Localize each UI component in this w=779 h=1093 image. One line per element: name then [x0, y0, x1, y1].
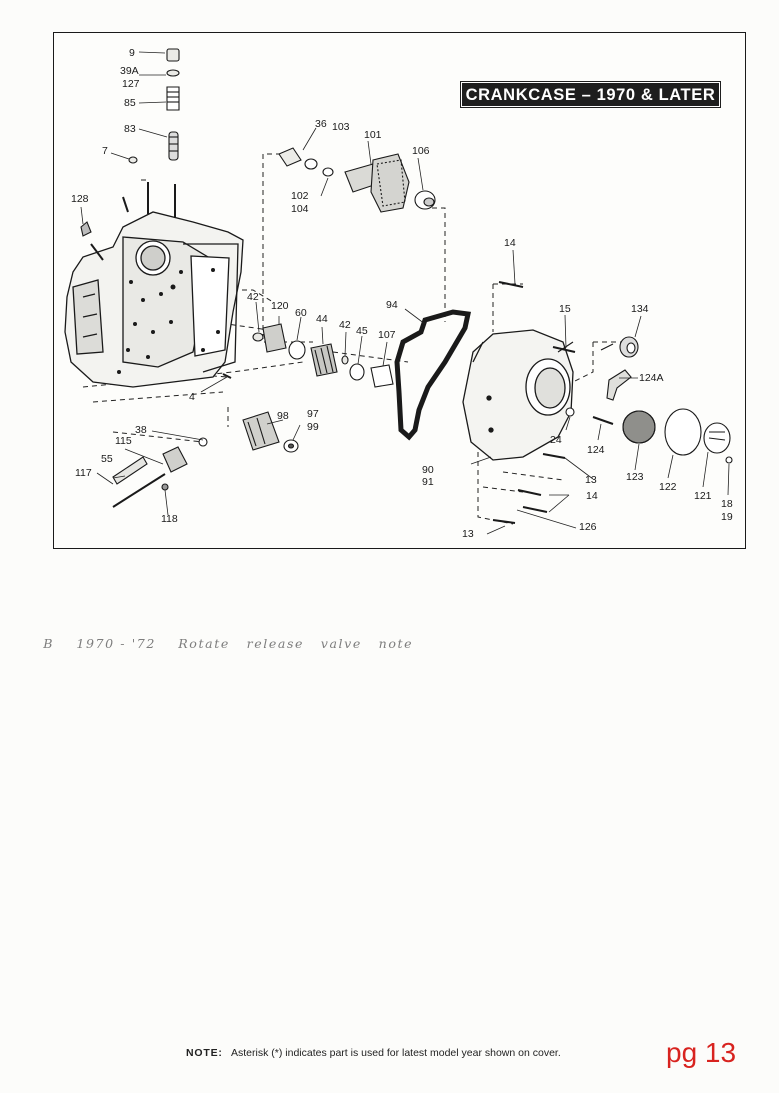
part-label: 102 — [291, 190, 309, 202]
part-label: 7 — [102, 145, 108, 157]
part-label: 42 — [339, 319, 351, 331]
note-text: Asterisk (*) indicates part is used for … — [231, 1047, 561, 1059]
part-label: 44 — [316, 313, 328, 325]
part-label: 13 — [462, 528, 474, 540]
part-label: 121 — [694, 490, 712, 502]
plunger-stack — [80, 48, 180, 237]
part-label: 104 — [291, 203, 309, 215]
part-label: 122 — [659, 481, 677, 493]
handwritten-note: B 1970 - '72 Rotate release valve note — [43, 637, 414, 651]
part-label: 85 — [124, 97, 136, 109]
part-label: 45 — [356, 325, 368, 337]
part-label: 15 — [559, 303, 571, 315]
part-label: 103 — [332, 121, 350, 133]
part-label: 99 — [307, 421, 319, 433]
part-label: 107 — [378, 329, 396, 341]
part-label: 38 — [135, 424, 147, 436]
part-label: 128 — [71, 193, 89, 205]
part-label: 42 — [247, 291, 259, 303]
part-label: 9 — [129, 47, 135, 59]
part-label: 94 — [386, 299, 398, 311]
part-label: 97 — [307, 408, 319, 420]
part-label: 4 — [189, 391, 195, 403]
screws — [492, 281, 576, 524]
part-label: 55 — [101, 453, 113, 465]
part-label: 36 — [315, 118, 327, 130]
part-label: 123 — [626, 471, 644, 483]
part-label: 14 — [504, 237, 516, 249]
part-label: 14 — [586, 490, 598, 502]
gear-train-middle — [242, 323, 394, 453]
crankcase-left-half — [64, 182, 244, 388]
page-number: pg 13 — [666, 1037, 737, 1068]
crankcase-bolt-holes — [117, 268, 220, 374]
gasket-94 — [394, 309, 472, 441]
note-label: NOTE: — [186, 1047, 223, 1059]
part-label: 127 — [122, 78, 140, 90]
part-label: 126 — [579, 521, 597, 533]
part-label: 83 — [124, 123, 136, 135]
part-label: 24 — [550, 434, 562, 446]
part-label: 91 — [422, 476, 434, 488]
part-label: 13 — [585, 474, 597, 486]
part-label: 106 — [412, 145, 430, 157]
part-label: 115 — [115, 435, 132, 447]
part-label: 18 — [721, 498, 733, 510]
exploded-parts-diagram: 9 39A 127 85 83 7 128 36 103 101 106 102… — [64, 47, 733, 540]
part-label: 90 — [422, 464, 434, 476]
gear-train-top — [278, 147, 436, 213]
part-number-labels: 9 39A 127 85 83 7 128 36 103 101 106 102… — [71, 47, 733, 540]
part-label: 124A — [639, 372, 664, 384]
part-label: 134 — [631, 303, 649, 315]
part-label: 124 — [587, 444, 605, 456]
part-label: 60 — [295, 307, 307, 319]
gear-cover — [462, 329, 574, 461]
footer-note: NOTE: Asterisk (*) indicates part is use… — [186, 1047, 561, 1059]
part-label: 98 — [277, 410, 289, 422]
part-label: 101 — [364, 129, 382, 141]
leader-lines — [80, 51, 730, 535]
part-label: 118 — [161, 513, 178, 525]
part-label: 120 — [271, 300, 289, 312]
diagram-title: CRANKCASE – 1970 & LATER — [460, 81, 721, 108]
right-side-parts — [557, 336, 733, 464]
part-label: 117 — [75, 467, 92, 479]
part-label: 19 — [721, 511, 733, 523]
part-label: 39A — [120, 65, 139, 77]
